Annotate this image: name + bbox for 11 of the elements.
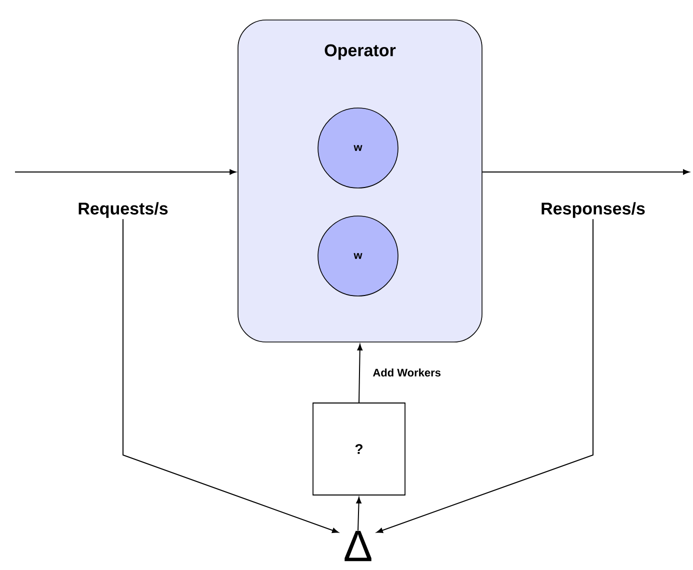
arrow (14, 169, 236, 175)
rate-label: Requests/s (78, 202, 168, 218)
arrow (357, 344, 362, 404)
delta-symbol: Δ (344, 530, 372, 562)
rate-label: Responses/s (542, 202, 645, 218)
arrow (356, 497, 362, 532)
edge-label: Add Workers (372, 367, 442, 378)
arrow (376, 218, 594, 533)
decision-box: ? (312, 402, 406, 496)
arrow (122, 218, 339, 533)
arrow (482, 169, 690, 175)
